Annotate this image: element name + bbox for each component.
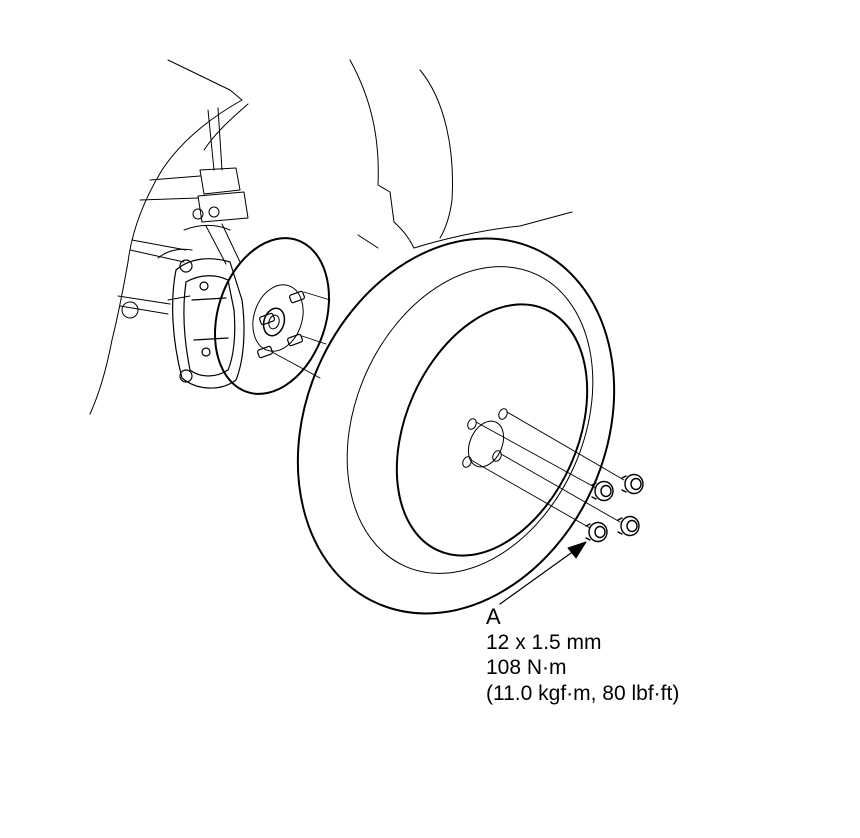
- wheel-stud: [259, 312, 275, 326]
- callout-letter: A: [486, 604, 501, 629]
- brake-caliper: [172, 258, 245, 389]
- fender-outline: [89, 59, 573, 415]
- stud-guide-lines: [271, 291, 331, 379]
- wheel-stud: [287, 333, 303, 347]
- torque-value-nm: 108 N·m: [486, 656, 567, 679]
- lug-nuts: [585, 473, 644, 543]
- wheel-stud: [257, 345, 273, 359]
- brake-disc: [214, 237, 330, 395]
- torque-value-alt: (11.0 kgf·m, 80 lbf·ft): [486, 681, 680, 705]
- wheel-studs: [257, 290, 305, 359]
- lug-nut-size: 12 x 1.5 mm: [486, 630, 602, 654]
- lug-nut: [591, 480, 614, 502]
- lug-nut: [585, 521, 608, 543]
- tire-and-wheel: [296, 237, 616, 615]
- callout-leader-arrow: [499, 541, 587, 605]
- lug-nut: [617, 515, 640, 537]
- lug-nut: [621, 473, 644, 495]
- wheel-bolt-holes: [462, 408, 508, 468]
- torque-callout: A 12 x 1.5 mm 108 N·m (11.0 kgf·m, 80 lb…: [486, 604, 679, 706]
- lug-nut-guide-lines: [470, 411, 625, 529]
- suspension-assembly: [117, 107, 249, 319]
- wheel-stud: [289, 290, 305, 304]
